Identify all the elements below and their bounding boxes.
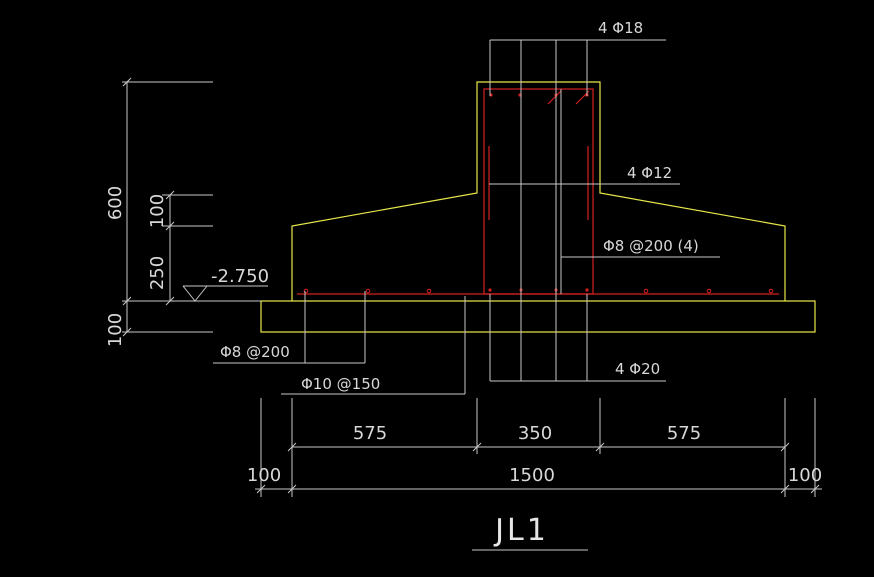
bedding-layer — [260, 300, 816, 333]
dim-total-width: 1500 — [509, 465, 555, 486]
dim-left-slab: 575 — [353, 423, 387, 444]
rebar-dots — [488, 93, 589, 292]
elevation-label: -2.750 — [211, 266, 269, 287]
dim-lower-height: 250 — [147, 256, 168, 290]
dim-upper-height: 100 — [147, 194, 168, 228]
dim-beam-width: 350 — [518, 423, 552, 444]
dim-total-height: 600 — [105, 186, 126, 220]
vertical-dimension-lines — [122, 77, 261, 337]
stirrup — [483, 88, 594, 295]
dim-left-bed: 100 — [247, 465, 281, 486]
bottom-bars-label: 4 Φ20 — [615, 360, 660, 378]
slab-dist-bars-label: Φ8 @200 — [220, 343, 290, 361]
slab-main-bars-label: Φ10 @150 — [301, 375, 380, 393]
drawing-title: JL1 — [493, 513, 549, 548]
dim-right-bed: 100 — [788, 465, 822, 486]
rebar-cage — [297, 88, 779, 295]
leader-lines — [213, 39, 720, 395]
dim-bed-height: 100 — [105, 313, 126, 347]
dim-right-slab: 575 — [667, 423, 701, 444]
horizontal-dimension-lines — [255, 398, 822, 497]
stirrups-label: Φ8 @200 (4) — [603, 237, 699, 255]
side-bars-label: 4 Φ12 — [627, 164, 672, 182]
beam-slab-outline — [291, 81, 786, 301]
stirrup-hook-1 — [547, 90, 562, 105]
elevation-marker — [182, 285, 268, 302]
slab-dist-bar-dots — [303, 288, 774, 294]
top-bars-label: 4 Φ18 — [598, 19, 643, 37]
concrete-outline — [260, 81, 816, 333]
